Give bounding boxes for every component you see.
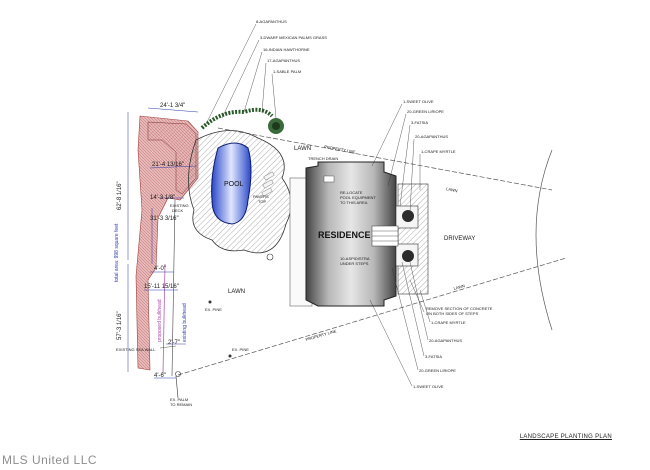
callout-remove-concrete-2: ON BOTH SIDES OF STEPS <box>426 311 479 316</box>
property-lines <box>177 127 567 376</box>
ex-palm-label-1: EX. PALM <box>170 397 188 402</box>
relocate-note-1: RE-LOCATE <box>340 190 363 195</box>
pool: POOL <box>211 142 275 225</box>
dim-31ft: 31'-3 3/16" <box>150 216 179 222</box>
callout-agapanthus: 8-AGAPANTHUS <box>256 19 287 24</box>
callout-remove-concrete-1: REMOVE SECTION OF CONCRETE <box>426 306 493 311</box>
deck-area <box>135 115 199 377</box>
callout-crape-myrtle: 1-CRAPE MYRTLE <box>421 149 456 154</box>
callout-fatsia: 3-FATSIA <box>411 120 428 125</box>
residence: RESIDENCE RE-LOCATE POOL EQUIPMENT TO TH… <box>289 161 397 307</box>
callout-agapanthus-2: 17-AGAPANTHUS <box>267 58 300 63</box>
lawn-label-drive-bottom: LAWN <box>453 283 465 291</box>
callout-sweet-olive-2: 1-SWEET OLIVE <box>413 384 444 389</box>
pool-label: POOL <box>224 181 244 188</box>
callout-agapanthus-4: 20-AGAPANTHUS <box>429 338 462 343</box>
callout-liriope-2: 20-GREEN LIRIOPE <box>419 368 456 373</box>
dim-62ft: 62'-8 1/16" <box>117 181 123 210</box>
side-notes: total area: 998 square feet proposed bul… <box>114 223 188 342</box>
residence-label: RESIDENCE <box>318 230 371 240</box>
dim-24ft: 24'-1 3/4" <box>160 103 185 109</box>
site-edge-lines <box>175 371 181 399</box>
dim-57ft: 57'-3 1/16" <box>117 311 123 340</box>
aspidistra-note-2: UNDER STEPS <box>340 261 369 266</box>
ex-pine-label-1: EX. PINE <box>205 307 222 312</box>
lawn-label-top: LAWN <box>294 146 311 152</box>
callout-agapanthus-3: 20-AGAPANTHUS <box>415 134 448 139</box>
dim-21ft: 21'-4 13/16" <box>152 162 184 168</box>
existing-deck-label-1: EXISTING <box>170 203 189 208</box>
pavers-note-2: TOP <box>258 199 266 204</box>
callouts-right-bottom: REMOVE SECTION OF CONCRETE ON BOTH SIDES… <box>413 306 493 389</box>
dim-4ft: 4'-0" <box>154 266 166 272</box>
dim-15ft: 15'-11 15/16" <box>144 284 179 290</box>
area-labels: LAWN LAWN LAWN LAWN DRIVEWAY TRENCH DRAI… <box>116 144 475 407</box>
ex-pine-label-2: EX. PINE <box>232 347 249 352</box>
callout-liriope: 20-GREEN LIRIOPE <box>407 109 444 114</box>
total-area-note: total area: 998 square feet <box>114 223 120 282</box>
callouts-right-top: 1-SWEET OLIVE 20-GREEN LIRIOPE 3-FATSIA … <box>403 99 456 154</box>
callouts-top: 8-AGAPANTHUS 3-DWARF MEXICAN PALMS GRASS… <box>256 19 327 74</box>
driveway-label: DRIVEWAY <box>444 236 475 242</box>
plan-title: LANDSCAPE PLANTING PLAN <box>519 434 612 440</box>
proposed-bulkhead-note: proposed bulkhead <box>157 299 163 342</box>
dim-2ft: 2'-7" <box>168 340 180 346</box>
dimension-lines <box>127 107 199 379</box>
callout-grass: 3-DWARF MEXICAN PALMS GRASS <box>260 35 327 40</box>
relocate-note-3: TO THIS AREA <box>340 200 368 205</box>
dim-4ft-6in: 4'-6" <box>154 373 166 379</box>
dimension-labels: 24'-1 3/4" 21'-4 13/16" 14'-3 1/8" 62'-8… <box>117 103 185 379</box>
existing-bulkhead-note: existing bulkhead <box>182 303 188 342</box>
mls-watermark: MLS United LLC <box>2 453 98 467</box>
callout-crape-myrtle-2: 1-CRAPE MYRTLE <box>431 320 466 325</box>
property-line-top-label: PROPERTY LINE <box>324 144 357 155</box>
ex-palm-label-2: TO REMAIN <box>170 402 192 407</box>
property-line-bottom-label: PROPERTY LINE <box>305 328 337 342</box>
relocate-note-2: POOL EQUIPMENT <box>340 195 376 200</box>
lawn-label-left: LAWN <box>228 289 245 295</box>
aspidistra-note-1: 10-ASPIDISTRA <box>340 256 370 261</box>
callout-palm: 1-SABLE PALM <box>273 69 301 74</box>
callout-hawthorne: 16-INDIAN HAWTHORNE <box>263 47 310 52</box>
lawn-label-drive-top: LAWN <box>446 186 458 193</box>
dim-14ft: 14'-3 1/8" <box>150 195 175 201</box>
existing-deck-label-2: DECK <box>172 208 183 213</box>
trench-drain-label: TRENCH DRAIN <box>308 156 338 161</box>
callout-fatsia-2: 3-FATSIA <box>425 354 442 359</box>
callout-sweet-olive: 1-SWEET OLIVE <box>403 99 434 104</box>
pavers-note-1: PAVERS <box>253 194 269 199</box>
callout-leaders <box>159 23 431 387</box>
existing-seawall-label: EXISTING SEA WALL <box>116 347 156 352</box>
